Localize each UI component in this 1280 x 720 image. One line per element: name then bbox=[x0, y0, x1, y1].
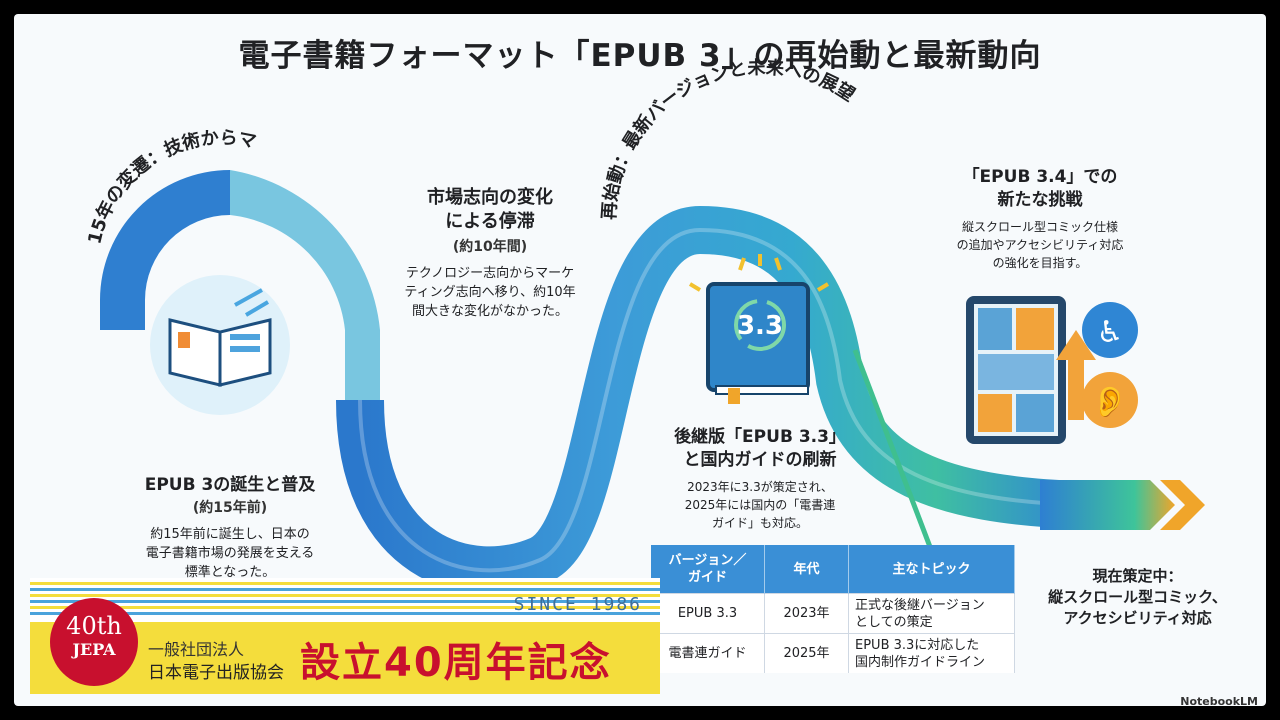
book-3-3-icon: 3.3 bbox=[688, 254, 830, 404]
table-row: EPUB 3.3 2023年 正式な後継バージョンとしての策定 bbox=[651, 593, 1015, 634]
road-center-line bbox=[358, 227, 1081, 573]
accessibility-icon bbox=[1082, 302, 1138, 358]
table-cell-topic: 正式な後継バージョンとしての策定 bbox=[848, 593, 1015, 634]
table-header-topic: 主なトピック bbox=[848, 545, 1015, 594]
org-line1: 一般社団法人 bbox=[148, 640, 245, 659]
road-left-descend bbox=[230, 170, 380, 420]
watermark: NotebookLM bbox=[1180, 695, 1258, 708]
table-cell-topic: EPUB 3.3に対応した国内制作ガイドライン bbox=[848, 633, 1015, 673]
stagnation-heading: 市場志向の変化 による停滞 bbox=[427, 187, 553, 232]
road-left-arc bbox=[100, 170, 230, 330]
section-successor: 後継版「EPUB 3.3」 と国内ガイドの刷新 2023年に3.3が策定され、 … bbox=[650, 426, 870, 532]
book-badge-text: 3.3 bbox=[737, 311, 783, 341]
table-header-year: 年代 bbox=[764, 545, 849, 594]
pointer-line bbox=[852, 349, 938, 561]
tablet-comic-icon bbox=[966, 296, 1066, 444]
table-row: 電書連ガイド 2025年 EPUB 3.3に対応した国内制作ガイドライン bbox=[651, 633, 1015, 673]
birth-body: 約15年前に誕生し、日本の 電子書籍市場の発展を支える 標準となった。 bbox=[145, 527, 315, 580]
jepa-banner: SINCE 1986 40th JEPA 一般社団法人 日本電子出版協会 設立4… bbox=[30, 578, 660, 694]
table-cell-name: 電書連ガイド bbox=[651, 633, 765, 673]
section-stagnation: 市場志向の変化 による停滞 (約10年間) テクノロジー志向からマーケ ティング… bbox=[385, 186, 595, 321]
open-book-icon bbox=[168, 288, 272, 387]
svg-text:👂: 👂 bbox=[1091, 384, 1128, 420]
current-heading: 現在策定中： bbox=[1092, 567, 1183, 585]
version-table: バージョン／ガイド 年代 主なトピック EPUB 3.3 2023年 正式な後継… bbox=[651, 545, 1015, 673]
hearing-icon bbox=[1082, 372, 1138, 428]
epub34-heading: 「EPUB 3.4」での 新たな挑戦 bbox=[962, 167, 1118, 210]
arc-label-right: 再始動：最新バージョンと未来への展望 bbox=[599, 57, 859, 220]
road-main bbox=[336, 205, 1081, 595]
section-current: 現在策定中： 縦スクロール型コミック、 アクセシビリティ対応 bbox=[1025, 566, 1250, 629]
road-arrow bbox=[1040, 480, 1175, 530]
successor-heading: 後継版「EPUB 3.3」 と国内ガイドの刷新 bbox=[674, 427, 846, 470]
upward-arrow-icon bbox=[1056, 330, 1096, 420]
section-birth: EPUB 3の誕生と普及 (約15年前) 約15年前に誕生し、日本の 電子書籍市… bbox=[100, 470, 360, 582]
svg-text:♿: ♿ bbox=[1097, 315, 1124, 350]
section-epub34: 「EPUB 3.4」での 新たな挑戦 縦スクロール型コミック仕様 の追加やアクセ… bbox=[925, 166, 1155, 272]
arrow-chevron bbox=[1160, 480, 1205, 530]
banner-headline: 設立40周年記念 bbox=[300, 640, 612, 686]
successor-body: 2023年に3.3が策定され、 2025年には国内の「電書連 ガイド」も対応。 bbox=[684, 480, 836, 530]
birth-sub: (約15年前) bbox=[192, 500, 268, 516]
birth-heading: EPUB 3の誕生と普及 bbox=[144, 475, 316, 495]
table-header-row: バージョン／ガイド 年代 主なトピック bbox=[651, 545, 1015, 594]
table-cell-year: 2025年 bbox=[764, 633, 849, 673]
table-header-version: バージョン／ガイド bbox=[651, 545, 765, 594]
stagnation-sub: (約10年間) bbox=[452, 239, 528, 255]
stagnation-body: テクノロジー志向からマーケ ティング志向へ移り、約10年 間大きな変化がなかった… bbox=[404, 266, 576, 319]
page-title: 電子書籍フォーマット「EPUB 3」の再始動と最新動向 bbox=[238, 38, 1042, 74]
table-cell-year: 2023年 bbox=[764, 593, 849, 634]
jepa-40th-seal: 40th JEPA bbox=[50, 598, 138, 686]
table-cell-name: EPUB 3.3 bbox=[651, 593, 765, 634]
since-label: SINCE 1986 bbox=[513, 594, 642, 615]
epub34-body: 縦スクロール型コミック仕様 の追加やアクセシビリティ対応 の強化を目指す。 bbox=[956, 220, 1124, 270]
org-line2: 日本電子出版協会 bbox=[148, 663, 284, 683]
current-body: 縦スクロール型コミック、 アクセシビリティ対応 bbox=[1048, 588, 1227, 627]
